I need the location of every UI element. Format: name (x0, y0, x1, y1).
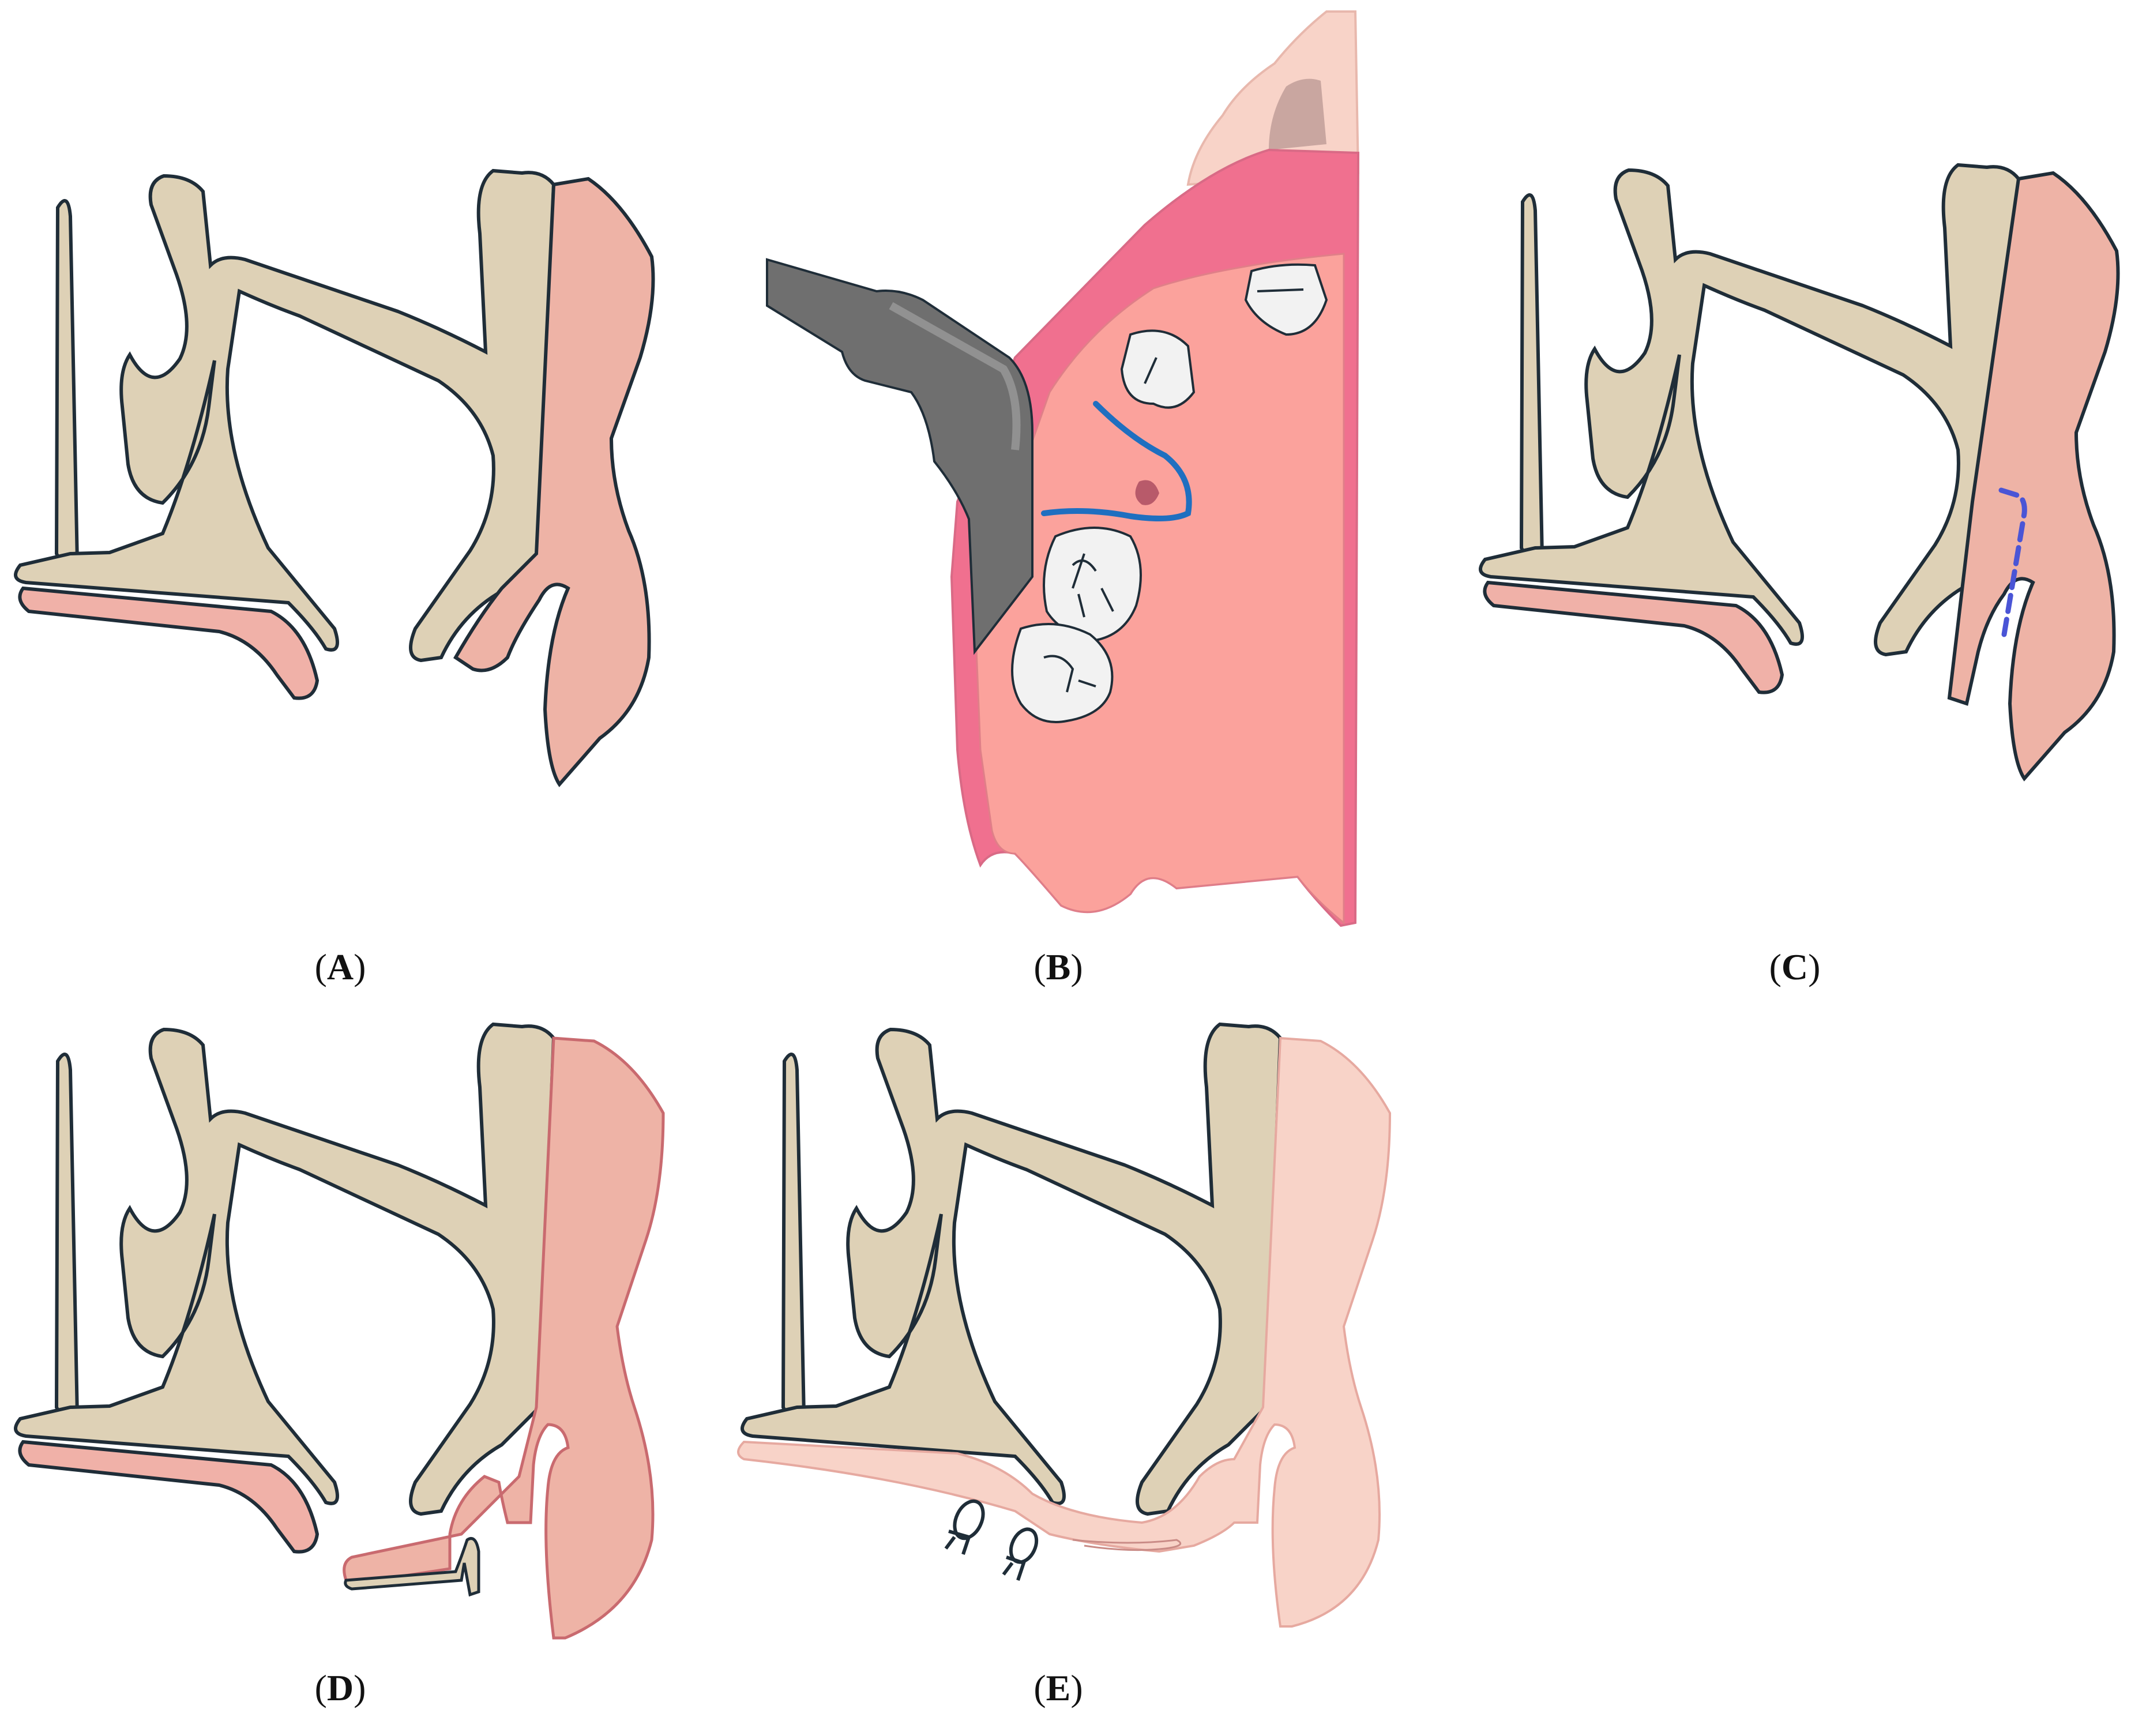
panel-b-tooth-1 (1244, 263, 1328, 336)
panel-a-bone (14, 168, 556, 663)
panel-a-caption: (A) (314, 946, 366, 987)
panel-d-mucosa-strip (18, 1440, 320, 1554)
panel-b-tooth-2 (1120, 329, 1196, 409)
panel-b-papilla (1135, 480, 1159, 505)
panel-a-mucosa-strip (18, 586, 320, 700)
panel-d-caption: (D) (314, 1667, 366, 1708)
panel-d-illustration (14, 1022, 665, 1640)
panel-d-nasal-tissue (343, 1036, 665, 1640)
panel-b-caption: (B) (1033, 946, 1083, 987)
panel-d-bone-flap (344, 1537, 480, 1597)
panel-b-nostril (1269, 78, 1326, 150)
panel-e-illustration (737, 1022, 1392, 1628)
retractor-icon (766, 258, 1033, 655)
panel-b-illustration (766, 10, 1360, 927)
suture-knot-icon (1002, 1527, 1039, 1581)
panel-c-caption: (C) (1769, 946, 1821, 987)
panel-b-tooth-3 (1043, 527, 1142, 642)
suture-knot-icon (944, 1499, 985, 1555)
panel-b-tooth-4 (1011, 623, 1114, 723)
panel-a-nasal-tissue (453, 176, 655, 787)
panel-c-dashed-incision (1998, 487, 2027, 637)
panel-e-closed-flap-line (1072, 1539, 1182, 1551)
panel-b-palate-inner (974, 253, 1345, 925)
panel-e-caption: (E) (1033, 1667, 1083, 1708)
panel-a-illustration (14, 168, 655, 787)
panel-c-illustration (1479, 163, 2120, 781)
panel-e-nasal-tissue (737, 1036, 1392, 1628)
panel-b-incision-line (1041, 401, 1192, 521)
panel-c-mucosa-strip (1483, 580, 1784, 694)
panel-c-nasal-tissue (1947, 171, 2120, 781)
